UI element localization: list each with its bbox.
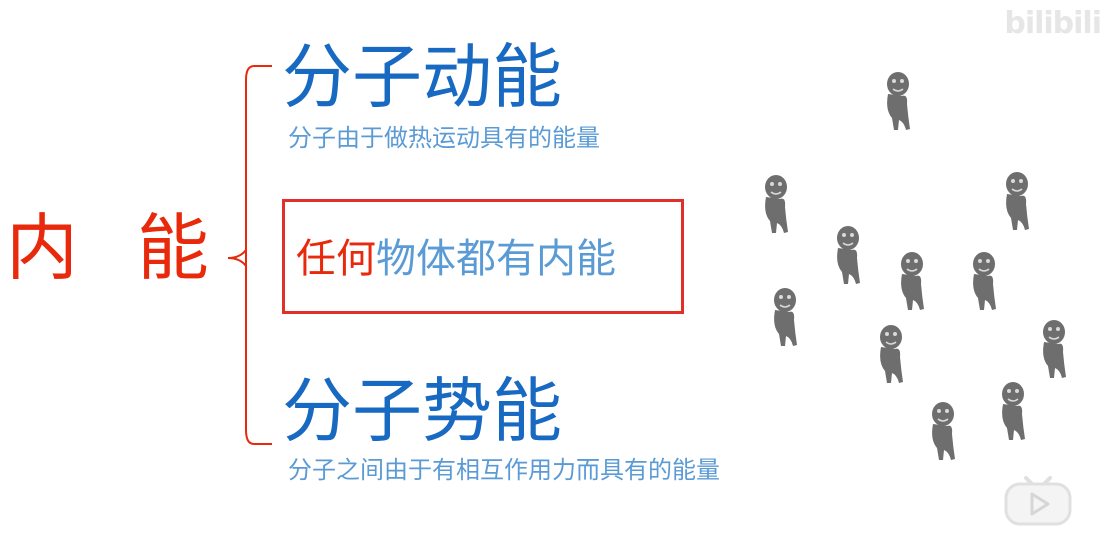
molecule-figure-icon bbox=[1005, 171, 1030, 231]
kinetic-energy-description: 分子由于做热运动具有的能量 bbox=[288, 124, 600, 152]
potential-energy-description: 分子之间由于有相互作用力而具有的能量 bbox=[288, 456, 720, 484]
statement-rest: 物体都有内能 bbox=[376, 236, 616, 282]
molecule-figure-icon bbox=[931, 401, 956, 461]
bilibili-watermark: bilibili bbox=[1004, 6, 1102, 41]
molecule-figure-icon bbox=[773, 287, 798, 347]
potential-energy-heading: 分子势能 bbox=[282, 370, 562, 452]
molecule-figure-icon bbox=[879, 324, 904, 384]
molecule-figure-icon bbox=[764, 174, 789, 234]
molecule-figure-icon bbox=[972, 251, 997, 311]
molecule-figure-icon bbox=[886, 71, 911, 131]
molecule-figure-icon bbox=[836, 225, 861, 285]
molecule-figure-icon bbox=[900, 251, 925, 311]
main-term: 内 能 bbox=[6, 206, 227, 290]
molecule-figure-icon bbox=[1042, 319, 1067, 379]
bracket-connector bbox=[227, 65, 272, 445]
play-button-icon[interactable] bbox=[1002, 470, 1074, 526]
statement: 任何物体都有内能 bbox=[296, 239, 616, 279]
molecule-figure-icon bbox=[1001, 381, 1026, 441]
kinetic-energy-heading: 分子动能 bbox=[282, 36, 562, 118]
statement-emphasis: 任何 bbox=[296, 236, 376, 282]
statement-box bbox=[282, 199, 684, 314]
